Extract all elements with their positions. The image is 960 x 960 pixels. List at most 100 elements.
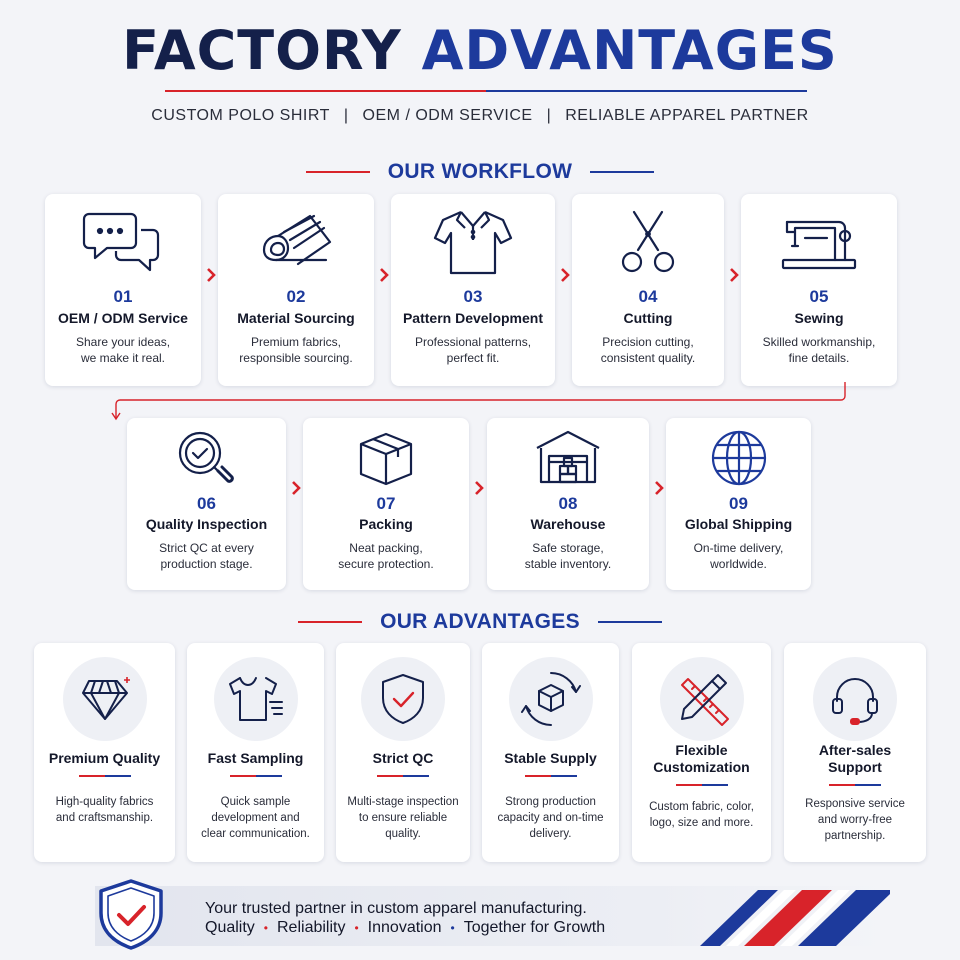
subtitle-item: OEM / ODM SERVICE — [362, 107, 533, 124]
footer-bullet: • — [354, 921, 359, 935]
advantage-divider — [524, 775, 577, 777]
subtitle-item: CUSTOM POLO SHIRT — [151, 107, 330, 124]
desc-line: capacity and on-time — [497, 812, 604, 824]
step-name: Material Sourcing — [237, 310, 355, 326]
footer-value: Quality — [205, 919, 255, 936]
step-number: 08 — [558, 494, 578, 513]
box-icon — [303, 430, 469, 486]
advantage-description: Multi-stage inspection to ensure reliabl… — [344, 794, 462, 842]
advantage-divider — [377, 775, 429, 777]
desc-line: Multi-stage inspection — [347, 796, 459, 808]
desc-line: production stage. — [160, 557, 253, 571]
advantage-name: After-sales Support — [788, 742, 922, 776]
desc-line: quality. — [385, 828, 421, 840]
desc-line: Strict QC at every — [159, 541, 254, 555]
magnifier-check-icon — [127, 428, 286, 490]
desc-line: Responsive service — [805, 798, 905, 810]
diamond-icon — [62, 657, 147, 741]
chevron-right-icon — [472, 480, 486, 496]
workflow-step-card: 06 Quality Inspection Strict QC at every… — [127, 418, 286, 590]
fast-shirt-icon — [213, 657, 298, 741]
desc-line: On-time delivery, — [693, 541, 784, 555]
desc-line: clear communication. — [201, 828, 310, 840]
desc-line: consistent quality. — [600, 351, 696, 365]
desc-line: delivery. — [529, 828, 572, 840]
advantage-divider — [78, 775, 131, 777]
title-factory: FACTORY — [122, 19, 402, 82]
advantage-description: Quick sample development and clear commu… — [195, 794, 316, 842]
desc-line: Strong production — [505, 796, 596, 808]
step-name: Pattern Development — [402, 310, 544, 326]
advantage-card: Strict QC Multi-stage inspection to ensu… — [336, 643, 470, 862]
step-description: Safe storage, stable inventory. — [493, 540, 643, 572]
footer-bullet: • — [450, 921, 455, 935]
workflow-step-card: 09 Global Shipping On-time delivery, wor… — [666, 418, 811, 590]
workflow-heading: OUR WORKFLOW — [0, 160, 960, 184]
step-name: Cutting — [623, 310, 673, 326]
desc-line: Quick sample — [220, 796, 291, 808]
desc-line: Precision cutting, — [602, 335, 694, 349]
step-number: 05 — [809, 287, 829, 306]
subtitle-separator: | — [546, 107, 552, 124]
desc-line: we make it real. — [80, 351, 166, 365]
step-number: 02 — [286, 287, 306, 306]
warehouse-icon — [487, 428, 649, 486]
desc-line: perfect fit. — [446, 351, 500, 365]
shield-check-icon — [361, 657, 445, 741]
footer-value: Reliability — [277, 919, 346, 936]
advantage-name-line: Customization — [653, 759, 750, 775]
title-advantages: ADVANTAGES — [421, 19, 838, 82]
step-name: Global Shipping — [684, 516, 793, 532]
step-number: 03 — [463, 287, 483, 306]
advantage-card: Stable Supply Strong production capacity… — [482, 643, 619, 862]
desc-line: Share your ideas, — [75, 335, 171, 349]
subtitle-item: RELIABLE APPAREL PARTNER — [565, 107, 809, 124]
desc-line: High-quality fabrics — [55, 796, 154, 808]
step-number: 07 — [376, 494, 396, 513]
advantage-name-line: Flexible — [675, 742, 728, 758]
step-name: Warehouse — [530, 516, 606, 532]
chevron-right-icon — [558, 267, 572, 283]
advantage-name-line: Fast Sampling — [207, 750, 304, 766]
step-description: Skilled workmanship, fine details. — [747, 334, 891, 366]
desc-line: Custom fabric, color, — [649, 801, 754, 813]
decorative-stripes — [700, 890, 890, 946]
step-description: Professional patterns, perfect fit. — [397, 334, 549, 366]
scissors-icon — [572, 208, 724, 276]
desc-line: logo, size and more. — [649, 817, 754, 829]
advantage-name: Strict QC — [340, 750, 466, 767]
heading-line-right — [597, 621, 662, 623]
shield-check-icon — [99, 879, 163, 950]
footer-tagline: Your trusted partner in custom apparel m… — [205, 900, 587, 917]
advantage-description: High-quality fabrics and craftsmanship. — [42, 794, 167, 826]
desc-line: worldwide. — [710, 557, 767, 571]
advantage-card: Premium Quality High-quality fabrics and… — [34, 643, 175, 862]
chevron-right-icon — [652, 480, 666, 496]
step-description: Premium fabrics, responsible sourcing. — [224, 334, 368, 366]
footer-values: Quality • Reliability • Innovation • Tog… — [205, 919, 605, 937]
heading-line-left — [305, 171, 370, 173]
step-description: Neat packing, secure protection. — [309, 540, 463, 572]
step-description: Share your ideas, we make it real. — [51, 334, 195, 366]
advantage-description: Custom fabric, color, logo, size and mor… — [640, 799, 763, 831]
advantage-divider — [675, 784, 728, 786]
footer-value: Innovation — [367, 919, 442, 936]
desc-line: Neat packing, — [349, 541, 423, 555]
step-description: On-time delivery, worldwide. — [672, 540, 805, 572]
workflow-step-card: 08 Warehouse Safe storage, stable invent… — [487, 418, 649, 590]
heading-line-left — [298, 621, 363, 623]
advantage-divider — [829, 784, 881, 786]
subtitle: CUSTOM POLO SHIRT | OEM / ODM SERVICE | … — [0, 107, 960, 125]
advantage-card: Fast Sampling Quick sample development a… — [187, 643, 324, 862]
advantage-name: Stable Supply — [486, 750, 615, 767]
desc-line: Skilled workmanship, — [762, 335, 876, 349]
box-cycle-icon — [508, 657, 593, 741]
desc-line: fine details. — [788, 351, 850, 365]
advantage-description: Responsive service and worry-free partne… — [792, 796, 918, 844]
subtitle-separator: | — [343, 107, 349, 124]
desc-line: Safe storage, — [532, 541, 604, 555]
advantage-name-line: After-sales — [818, 742, 892, 758]
advantage-description: Strong production capacity and on-time d… — [490, 794, 611, 842]
chat-bubbles-icon — [45, 210, 201, 274]
advantage-card: After-sales Support Responsive service a… — [784, 643, 926, 862]
